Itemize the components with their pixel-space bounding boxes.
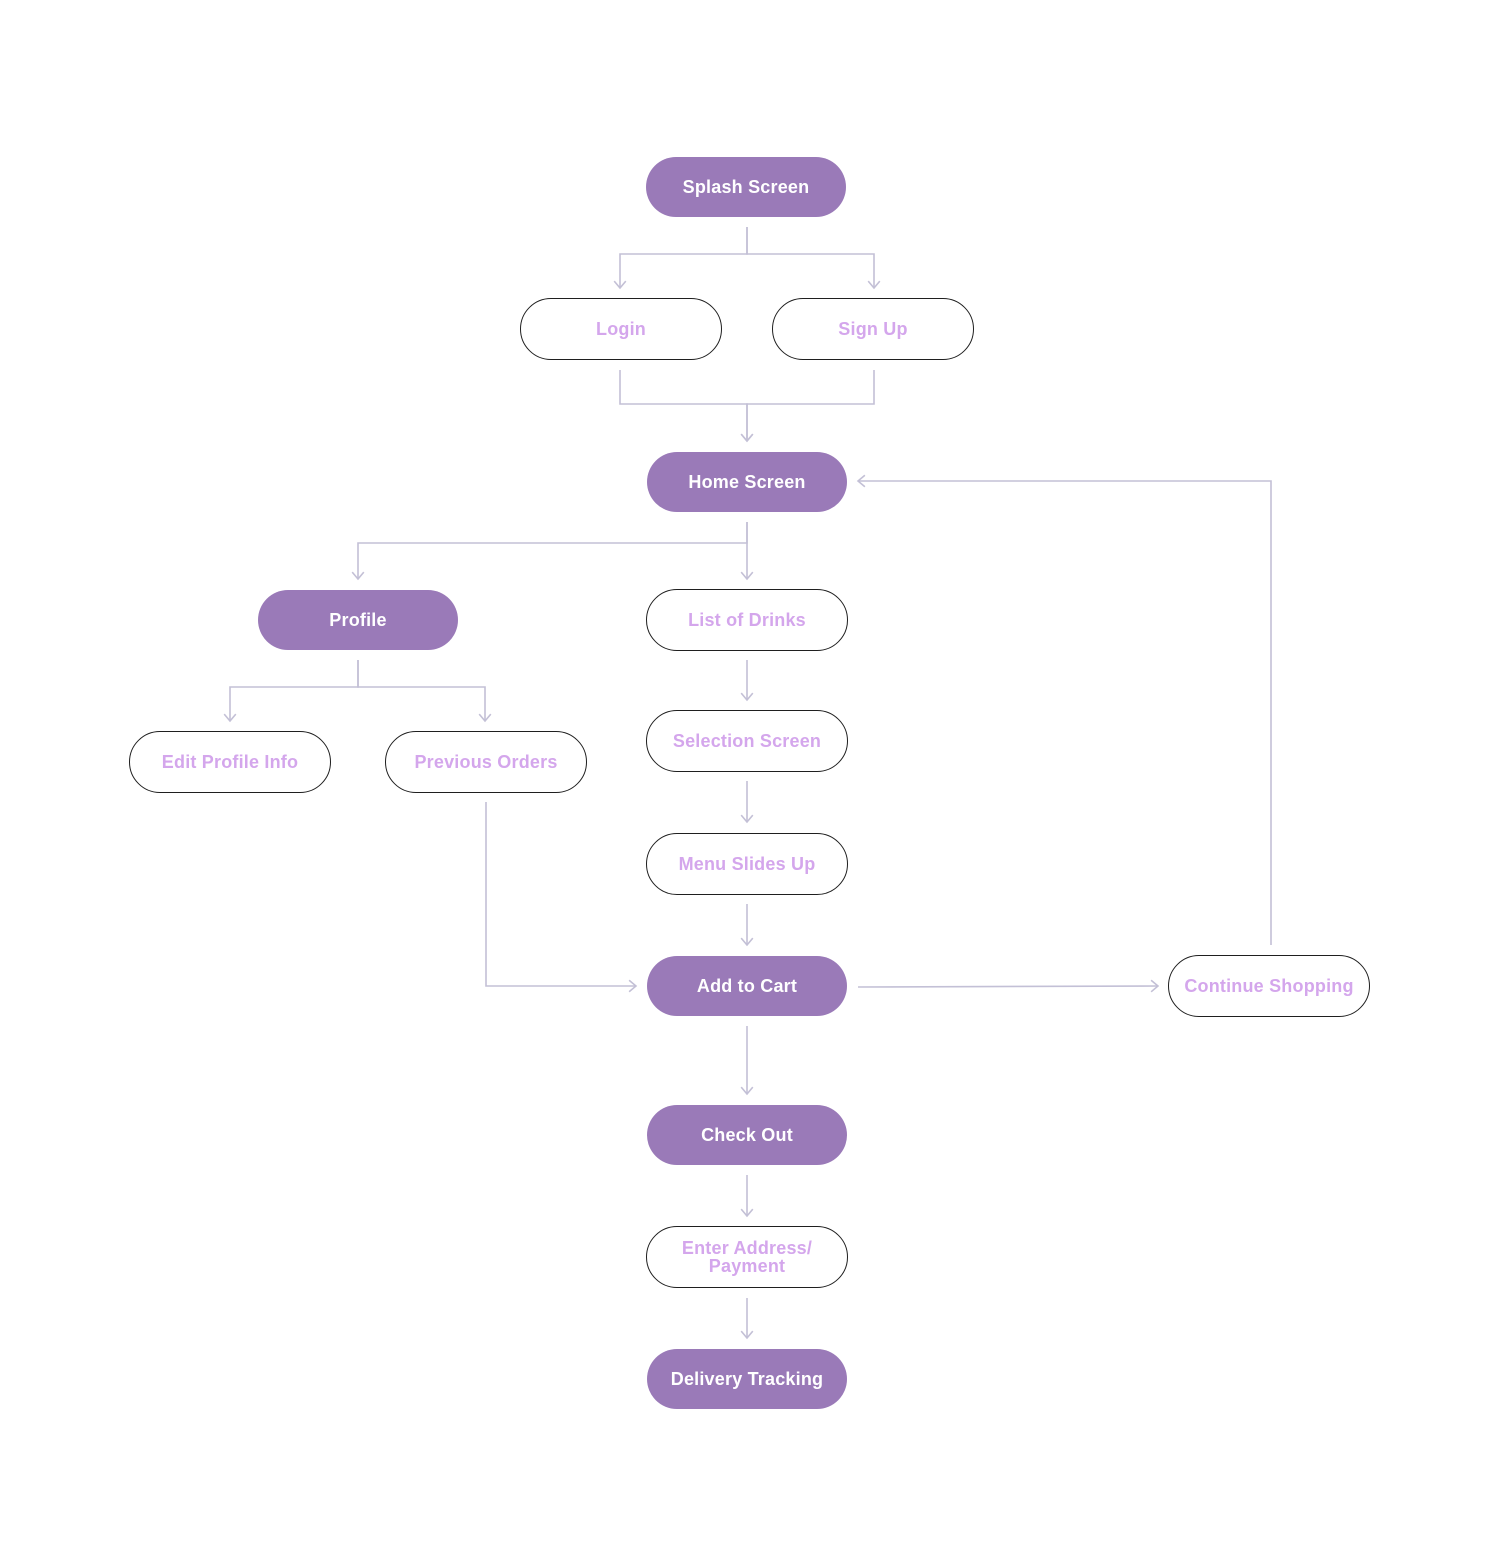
arrowhead-icon — [740, 1330, 754, 1340]
node-check-out[interactable]: Check Out — [647, 1105, 847, 1165]
node-list-of-drinks[interactable]: List of Drinks — [646, 589, 848, 651]
connector-home-to-drinks — [740, 522, 754, 581]
node-previous-orders[interactable]: Previous Orders — [385, 731, 587, 793]
connector-select-to-menu — [740, 781, 754, 824]
arrowhead-icon — [613, 280, 627, 290]
node-label: Profile — [329, 610, 387, 630]
connector-cart-to-contshop — [857, 979, 1160, 993]
node-label: Edit Profile Info — [161, 752, 299, 772]
node-label: Sign Up — [838, 319, 908, 339]
arrowhead-icon — [856, 474, 866, 488]
connector-profile-to-editprof — [223, 660, 359, 723]
arrowhead-icon — [1150, 979, 1160, 993]
connector-address-to-tracking — [740, 1298, 754, 1340]
node-menu-slides-up[interactable]: Menu Slides Up — [646, 833, 848, 895]
arrowhead-icon — [740, 571, 754, 581]
node-label: Splash Screen — [682, 177, 810, 197]
node-selection-screen[interactable]: Selection Screen — [646, 710, 848, 772]
node-label: Continue Shopping — [1184, 976, 1354, 996]
arrowhead-icon — [740, 1086, 754, 1096]
node-enter-address-payment[interactable]: Enter Address/ Payment — [646, 1226, 848, 1288]
node-home-screen[interactable]: Home Screen — [647, 452, 847, 512]
connector-menu-to-cart — [740, 904, 754, 947]
node-label: Add to Cart — [696, 976, 798, 996]
arrowhead-icon — [740, 814, 754, 824]
node-continue-shopping[interactable]: Continue Shopping — [1168, 955, 1370, 1017]
connector-splash-to-login — [613, 227, 748, 290]
node-label: Enter Address/ Payment — [681, 1238, 813, 1276]
connector-cart-to-checkout — [740, 1026, 754, 1096]
node-label: Previous Orders — [414, 752, 558, 772]
arrowhead-icon — [351, 571, 365, 581]
arrowhead-icon — [478, 713, 492, 723]
arrowhead-icon — [740, 692, 754, 702]
node-profile[interactable]: Profile — [258, 590, 458, 650]
connector-contshop-to-home — [856, 474, 1272, 945]
node-add-to-cart[interactable]: Add to Cart — [647, 956, 847, 1016]
node-label: Home Screen — [688, 472, 806, 492]
node-label: List of Drinks — [688, 610, 806, 630]
connector-login-to-home — [619, 370, 754, 443]
arrowhead-icon — [628, 979, 638, 993]
node-label: Check Out — [701, 1125, 793, 1145]
node-login[interactable]: Login — [520, 298, 722, 360]
node-sign-up[interactable]: Sign Up — [772, 298, 974, 360]
connector-drinks-to-select — [740, 660, 754, 702]
node-label: Login — [596, 319, 646, 339]
node-delivery-tracking[interactable]: Delivery Tracking — [647, 1349, 847, 1409]
node-label: Selection Screen — [672, 731, 822, 751]
connector-checkout-to-address — [740, 1175, 754, 1218]
arrowhead-icon — [223, 713, 237, 723]
connector-splash-to-signup — [746, 227, 881, 290]
node-splash-screen[interactable]: Splash Screen — [646, 157, 846, 217]
arrowhead-icon — [740, 433, 754, 443]
connector-profile-to-prevord — [357, 660, 492, 723]
arrowhead-icon — [867, 280, 881, 290]
node-label: Delivery Tracking — [670, 1369, 824, 1389]
connector-home-to-profile — [351, 522, 748, 581]
connector-prevord-to-cart — [485, 802, 638, 993]
connector-signup-to-home — [740, 370, 875, 443]
node-edit-profile-info[interactable]: Edit Profile Info — [129, 731, 331, 793]
arrowhead-icon — [740, 937, 754, 947]
node-label: Menu Slides Up — [678, 854, 816, 874]
arrowhead-icon — [740, 1208, 754, 1218]
